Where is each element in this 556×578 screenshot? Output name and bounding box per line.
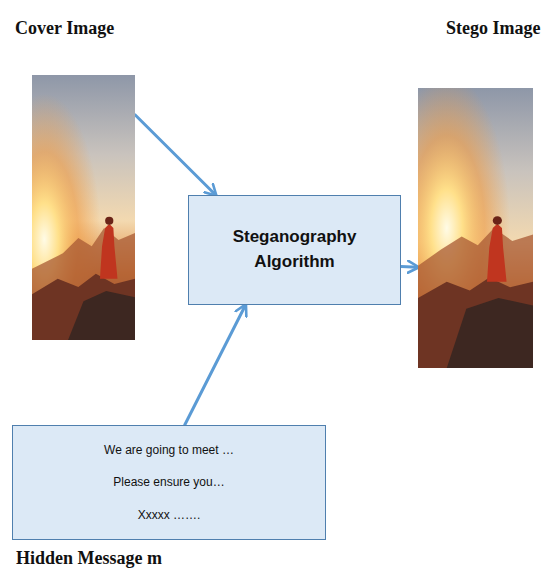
message-line: We are going to meet … xyxy=(104,443,234,457)
stego-image-frame: Stego Image xyxy=(418,88,533,368)
image-heading: Hidden Message m xyxy=(16,548,162,569)
process-box: Steganography Algorithm xyxy=(188,195,401,305)
message-box: We are going to meet … Please ensure you…… xyxy=(12,425,326,540)
flow-arrow xyxy=(401,265,418,269)
flow-arrow xyxy=(185,305,246,425)
message-line: Xxxxx ……. xyxy=(138,508,201,522)
cover-photo xyxy=(32,75,135,340)
image-heading: Cover Image xyxy=(15,18,114,39)
text-area: We are going to meet … Please ensure you…… xyxy=(13,426,325,539)
cover-image-frame: Cover Image xyxy=(32,75,135,340)
stego-photo xyxy=(418,88,533,368)
message-line: Please ensure you… xyxy=(113,475,224,489)
flow-arrow xyxy=(135,115,216,195)
image-heading: Stego Image xyxy=(446,18,540,39)
text-area: Steganography Algorithm xyxy=(189,219,400,280)
process-label: Steganography Algorithm xyxy=(199,225,390,274)
